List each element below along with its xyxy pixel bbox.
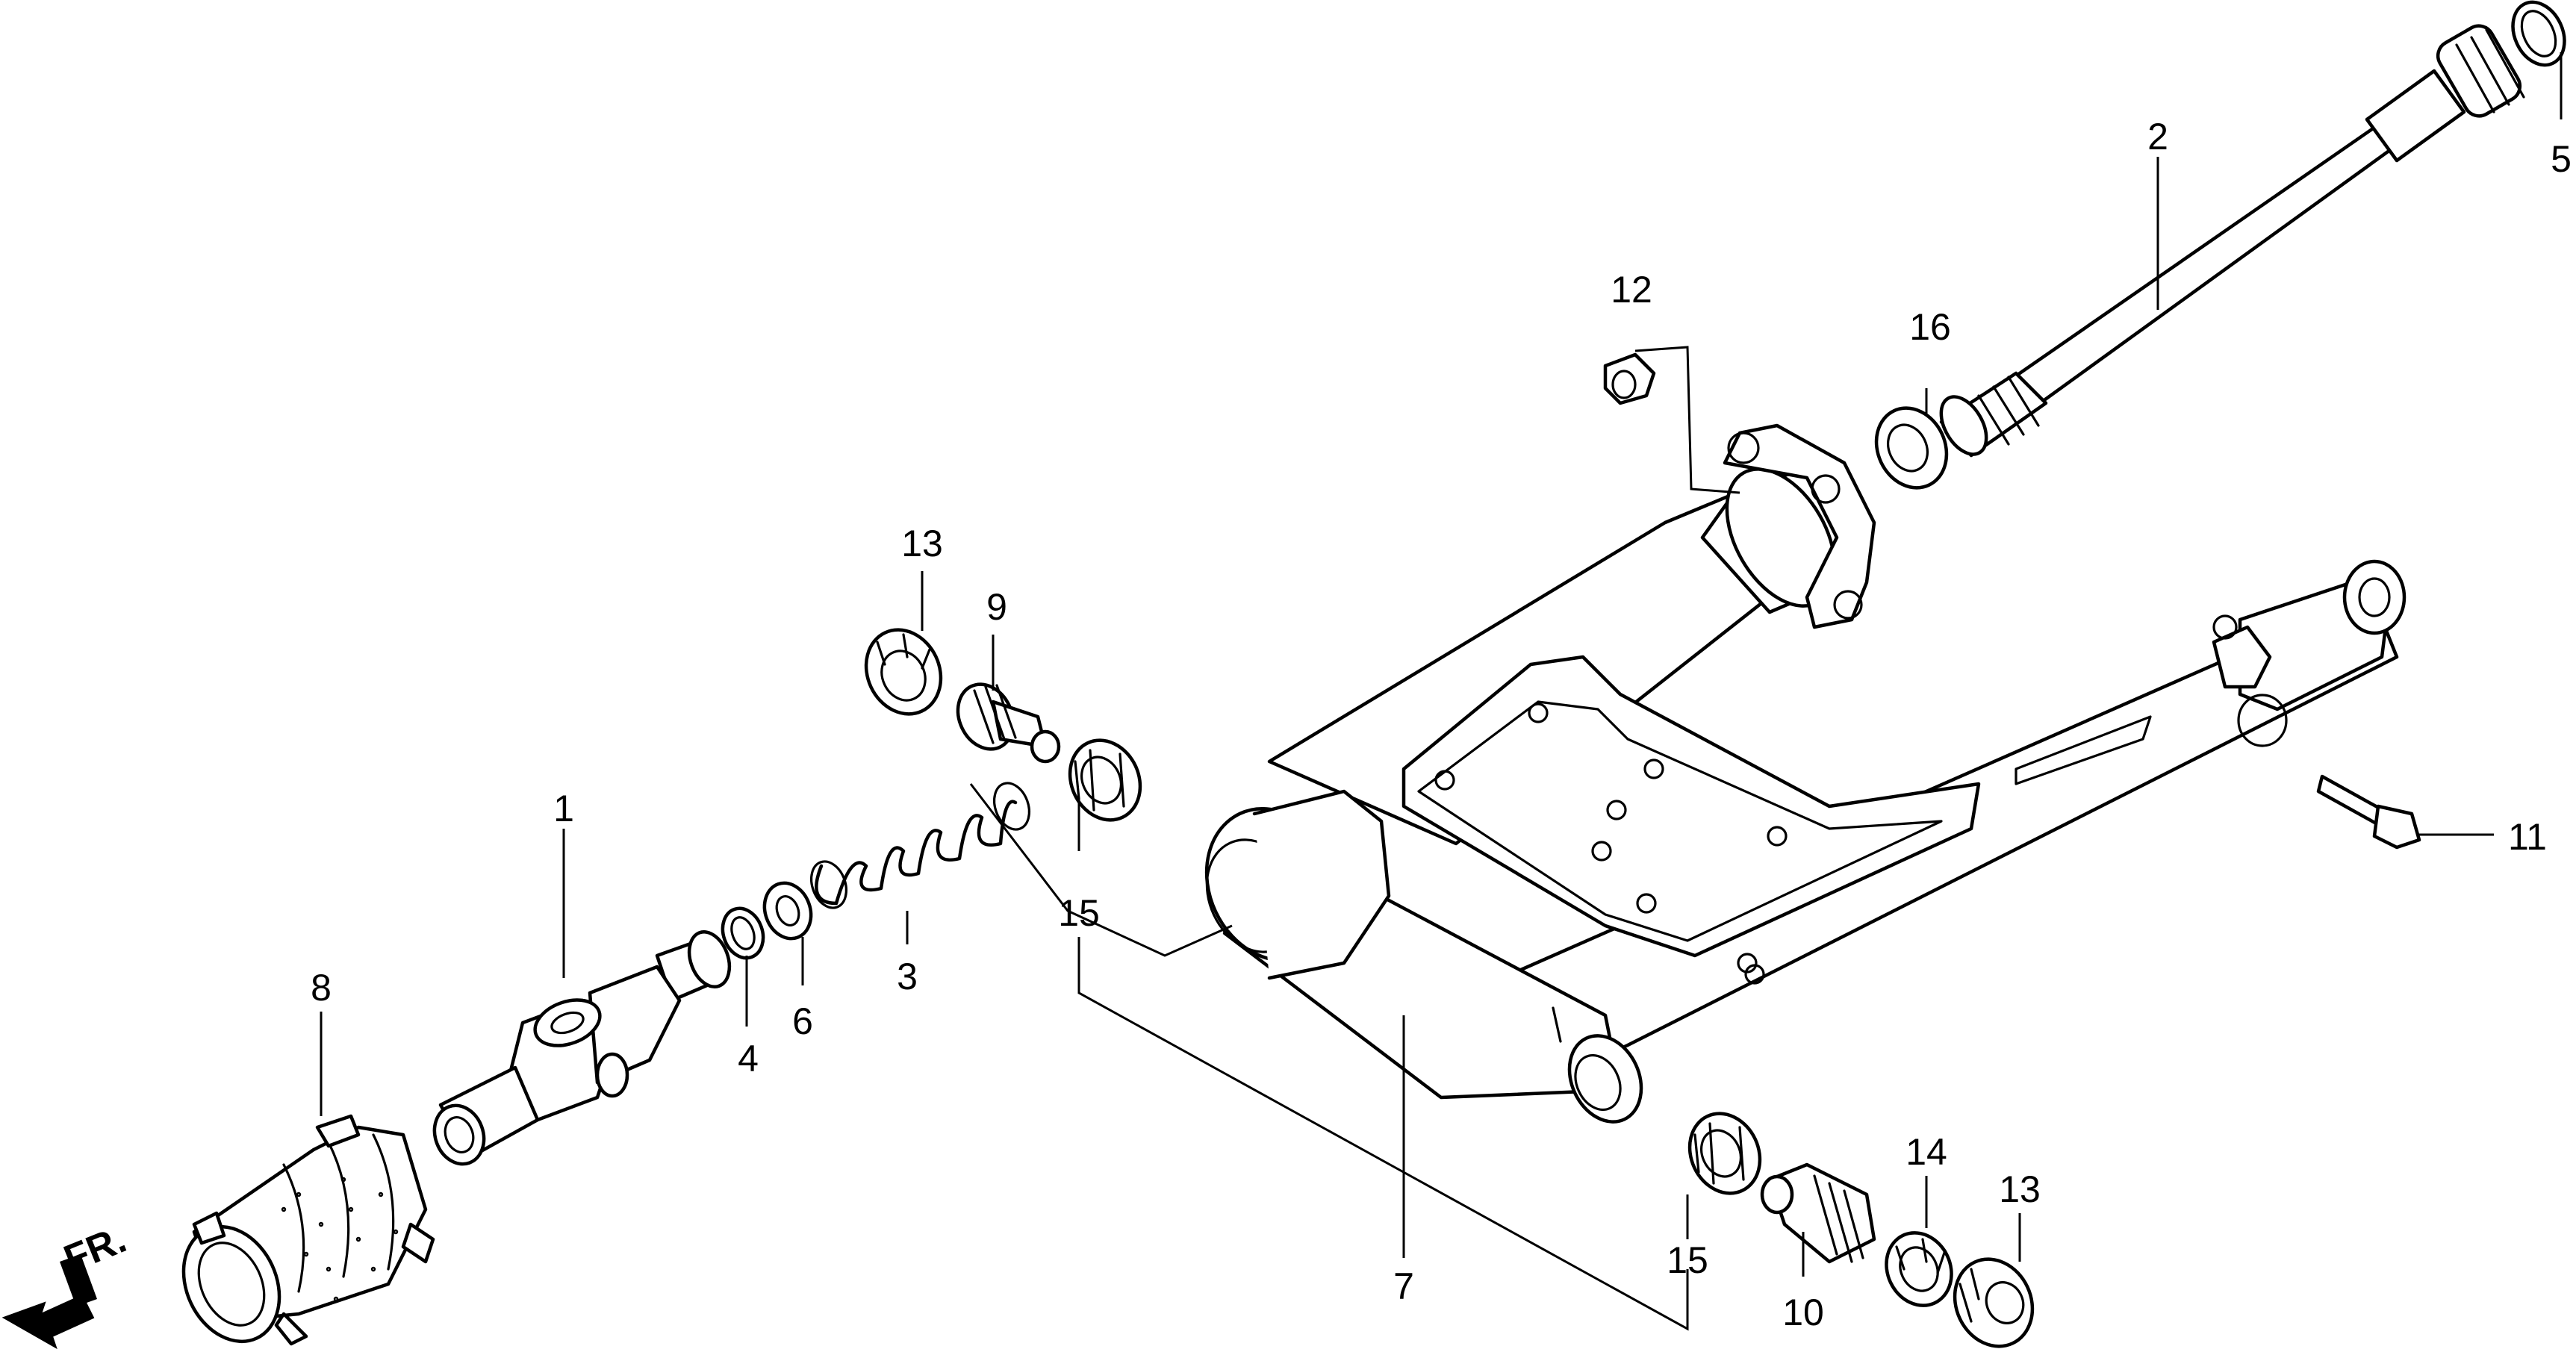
callout-5: 5 [2551,138,2572,180]
callout-9: 9 [986,586,1007,628]
lock-nut-upper [864,628,943,716]
callout-labels: 1 2 3 4 5 6 7 8 9 10 11 12 13 13 14 15 1… [311,116,2572,1333]
callout-7: 7 [1393,1265,1414,1307]
callout-15-upper: 15 [1058,892,1100,934]
circlip [2511,0,2566,67]
lock-nut-right [1885,1231,1953,1307]
washer [762,881,813,941]
front-arrow-icon [1,1254,97,1350]
callout-8: 8 [311,967,332,1009]
callout-15-lower: 15 [1667,1239,1708,1281]
callout-10: 10 [1782,1292,1824,1333]
lock-nut-lower [1953,1257,2035,1348]
leader-lines [320,52,2563,1331]
spring [810,782,1030,909]
callout-11: 11 [2508,816,2547,858]
cap-nut [1603,352,1656,405]
bearing-upper [1068,738,1142,822]
pivot-bolt-right [1760,1162,1876,1264]
bolt [2316,774,2421,850]
callout-14: 14 [1905,1131,1947,1173]
callout-6: 6 [792,1000,813,1042]
callout-4: 4 [738,1038,759,1080]
callout-2: 2 [2147,116,2168,158]
dust-boot [181,1114,435,1346]
swingarm [1204,423,2407,1124]
callout-3: 3 [897,956,918,997]
bearing-lower [1687,1112,1762,1195]
callout-16: 16 [1909,306,1951,348]
oil-seal [1874,406,1949,490]
pivot-bolt-left [956,682,1061,764]
callout-13-upper: 13 [901,523,943,564]
circlip-small [721,906,765,960]
callout-12: 12 [1611,269,1652,311]
callout-13-lower: 13 [1999,1168,2041,1210]
callout-1: 1 [553,788,574,829]
universal-joint [432,930,732,1166]
front-direction-indicator: FR. [1,1218,132,1350]
drive-shaft [1939,24,2525,458]
